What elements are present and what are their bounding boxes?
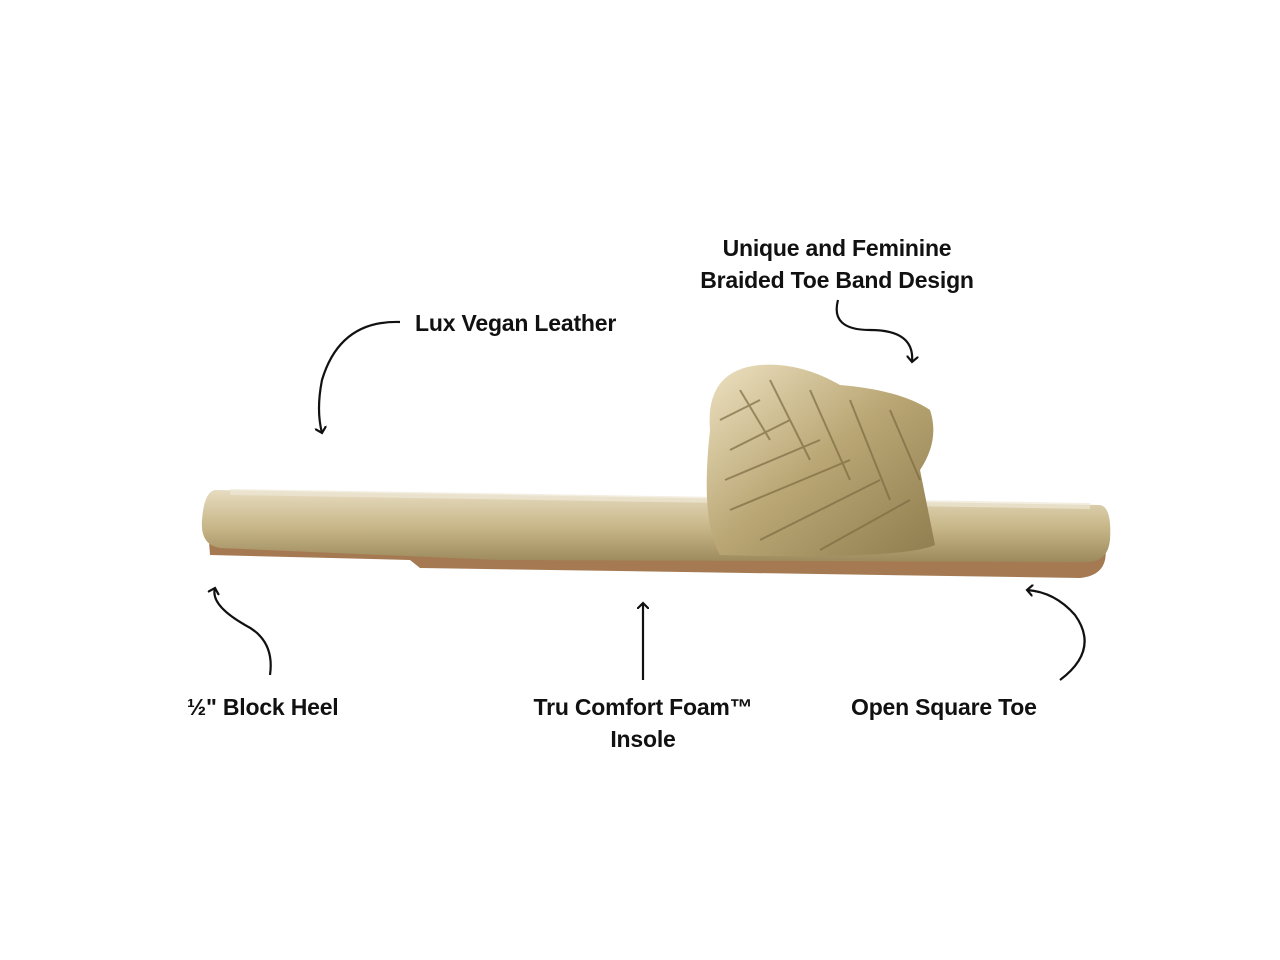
callout-heel: ½" Block Heel	[187, 694, 339, 720]
callout-leather: Lux Vegan Leather	[415, 310, 617, 336]
arrow-toe	[1027, 590, 1086, 681]
callout-toe: Open Square Toe	[851, 694, 1037, 720]
arrow-leather	[319, 320, 401, 433]
callout-insole-line2: Insole	[610, 726, 676, 752]
arrow-braided	[835, 299, 913, 362]
arrow-heel	[214, 588, 272, 676]
callout-braided-band-line1: Unique and Feminine	[722, 235, 952, 261]
callout-insole-line1: Tru Comfort Foam™	[533, 694, 753, 720]
braided-toe-band	[706, 364, 935, 557]
callout-braided-band-line2: Braided Toe Band Design	[700, 267, 974, 293]
